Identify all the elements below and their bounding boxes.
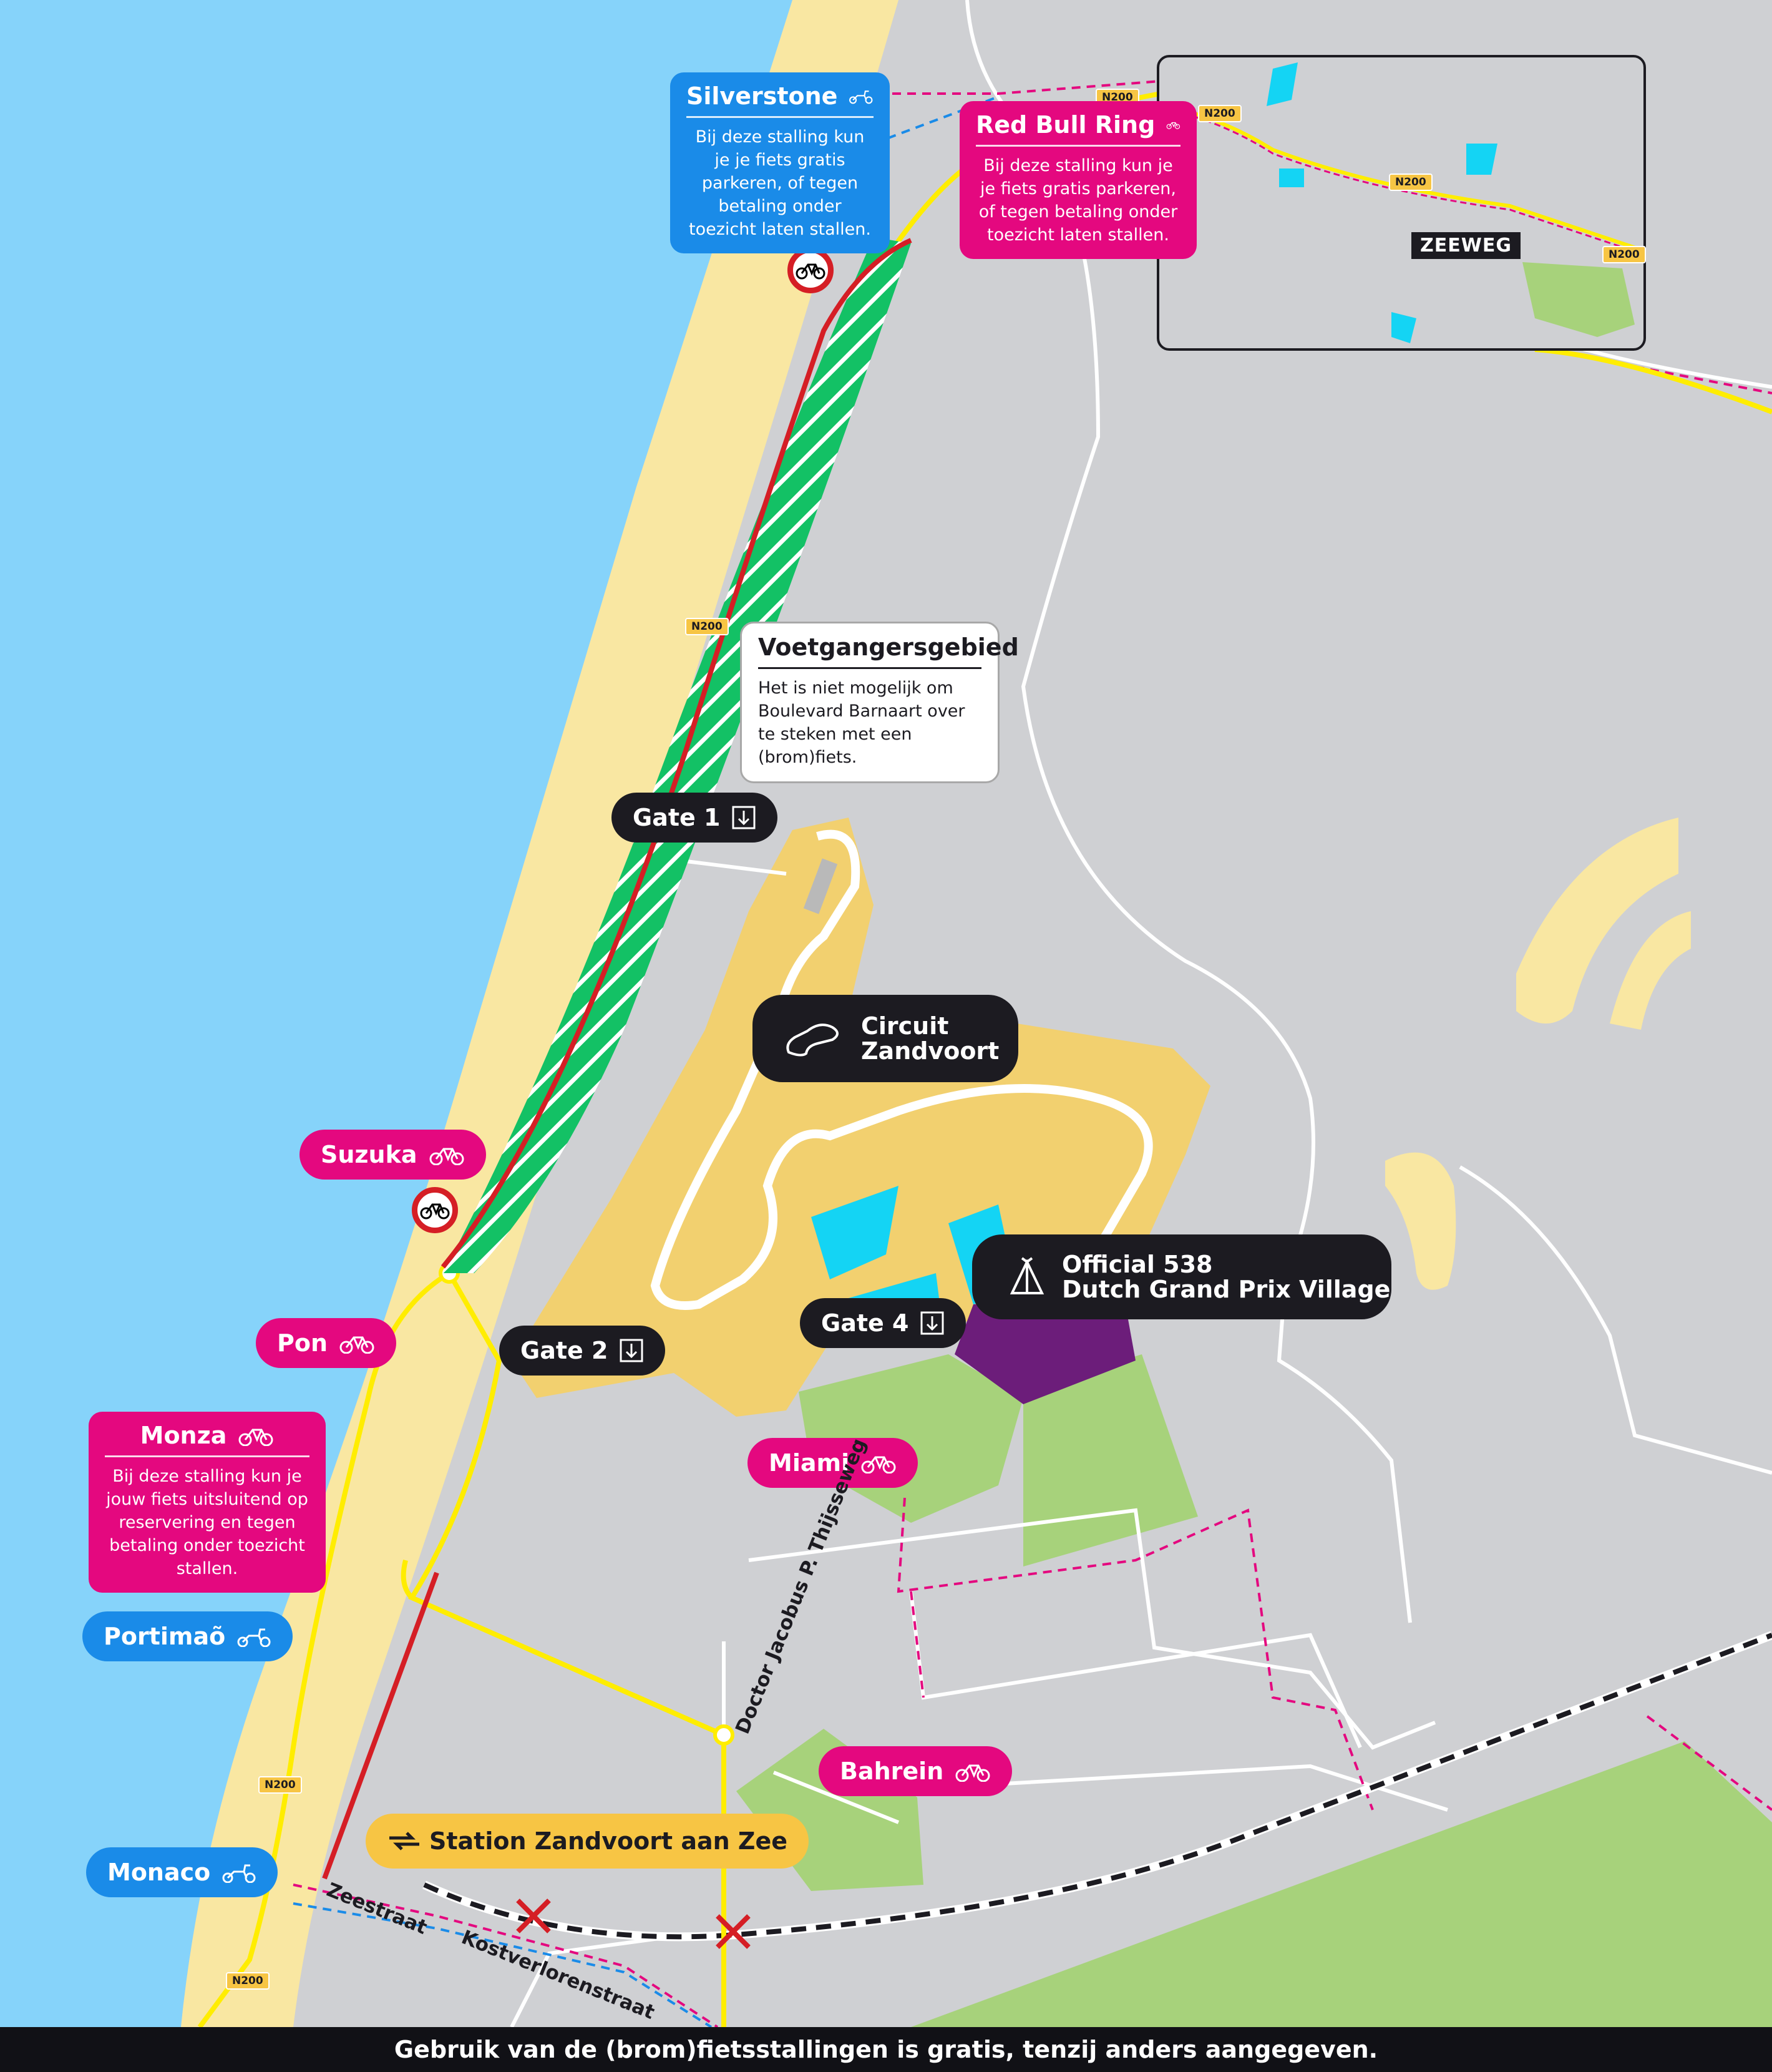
road-shield-n200: N200 <box>1198 105 1242 122</box>
parking-name: Silverstone <box>686 82 838 110</box>
arrow-down-box-icon <box>732 806 756 829</box>
bicycle-icon <box>1166 122 1181 129</box>
blocked-road <box>441 238 912 1269</box>
tent-icon <box>1010 1257 1044 1294</box>
parking-pon[interactable]: Pon <box>256 1318 397 1368</box>
dutch-grand-prix-village-label[interactable]: Official 538 Dutch Grand Prix Village <box>972 1234 1391 1319</box>
railway-dash <box>423 1633 1772 1940</box>
crossing-blocked-icon <box>516 1899 751 1949</box>
route-node <box>713 1724 734 1746</box>
parking-bahrein[interactable]: Bahrein <box>819 1746 1013 1796</box>
village-area <box>955 1292 1136 1404</box>
moped-icon <box>222 1864 256 1883</box>
parking-name: Monaco <box>107 1859 211 1886</box>
parking-name: Pon <box>277 1329 328 1357</box>
beach <box>181 0 898 2027</box>
bicycle-icon <box>429 1148 464 1165</box>
sea <box>0 0 792 2027</box>
parking-name: Bahrein <box>840 1757 944 1785</box>
parking-description: Bij deze stalling kun je jouw fiets uits… <box>106 1467 308 1578</box>
parking-red-bull-ring[interactable]: Red Bull Ring Bij deze stalling kun je j… <box>960 101 1197 259</box>
parking-title: Red Bull Ring <box>976 111 1181 147</box>
moped-icon <box>849 90 873 104</box>
bicycle-icon <box>238 1429 273 1446</box>
bicycle-icon <box>420 1203 450 1219</box>
road-shield-n200: N200 <box>226 1972 270 1990</box>
road-shield-n200: N200 <box>258 1776 302 1794</box>
parking-miami[interactable]: Miami <box>747 1438 918 1488</box>
circuit-line-2: Zandvoort <box>861 1037 1000 1065</box>
gate-label: Gate 2 <box>520 1337 608 1364</box>
parking-name: Suzuka <box>321 1141 417 1168</box>
circuit-line-1: Circuit <box>861 1012 949 1040</box>
circuit-zandvoort-label[interactable]: Circuit Zandvoort <box>752 995 1018 1082</box>
gate-label: Gate 1 <box>633 804 721 831</box>
parking-description: Bij deze stalling kun je je fiets gratis… <box>689 127 871 239</box>
circuit-icon <box>786 1024 839 1057</box>
gate-label: Gate 4 <box>821 1309 909 1337</box>
parking-description: Bij deze stalling kun je je fiets gratis… <box>978 156 1178 245</box>
callout-title: Voetgangersgebied <box>758 633 1019 669</box>
arrow-down-box-icon <box>620 1339 643 1362</box>
village-line-1: Official 538 <box>1062 1251 1213 1278</box>
gate-2[interactable]: Gate 2 <box>499 1326 666 1376</box>
parking-name: Miami <box>769 1449 850 1477</box>
no-bicycles-sign-north <box>787 247 834 293</box>
bicycle-icon <box>955 1764 990 1782</box>
footer-note: Gebruik van de (brom)fietsstallingen is … <box>0 2027 1772 2072</box>
arrow-down-box-icon <box>920 1311 944 1335</box>
bicycle-icon <box>339 1336 374 1354</box>
parking-monza[interactable]: Monza Bij deze stalling kun je jouw fiet… <box>89 1412 326 1593</box>
blocked-road-south <box>322 1571 439 1880</box>
parking-name: Red Bull Ring <box>976 111 1156 139</box>
parking-monaco[interactable]: Monaco <box>86 1847 278 1897</box>
station-zandvoort-aan-zee[interactable]: Station Zandvoort aan Zee <box>366 1814 809 1869</box>
pond <box>811 1186 898 1279</box>
green-area-east <box>1023 1354 1198 1566</box>
station-name: Station Zandvoort aan Zee <box>429 1827 787 1855</box>
no-bicycles-sign-south <box>412 1187 458 1233</box>
callout-text: Het is niet mogelijk om Boulevard Barnaa… <box>758 678 965 767</box>
train-station-icon <box>389 1832 419 1850</box>
parking-title: Monza <box>105 1422 309 1457</box>
bicycle-icon <box>861 1456 896 1473</box>
inset-label-zeeweg: ZEEWEG <box>1411 232 1521 259</box>
inset-map <box>1157 55 1646 351</box>
parking-suzuka[interactable]: Suzuka <box>299 1130 486 1180</box>
bicycle-icon <box>796 263 825 280</box>
parking-name: Portimaõ <box>104 1623 226 1650</box>
pedestrian-zone <box>443 237 911 1273</box>
circuit-track-inner <box>803 858 838 914</box>
gate-4[interactable]: Gate 4 <box>800 1298 966 1348</box>
green-area-south <box>911 1741 1772 2027</box>
dune-patch <box>1610 911 1691 1030</box>
dune-patch <box>1385 1152 1456 1290</box>
road-shield-n200: N200 <box>1602 246 1646 263</box>
village-line-2: Dutch Grand Prix Village <box>1062 1276 1391 1303</box>
gate-1[interactable]: Gate 1 <box>611 793 778 843</box>
pedestrian-zone-callout: Voetgangersgebied Het is niet mogelijk o… <box>740 622 1019 783</box>
dune-patch <box>1516 818 1678 1024</box>
circuit-track <box>650 829 1153 1310</box>
moped-icon <box>237 1628 271 1647</box>
parking-name: Monza <box>140 1422 227 1449</box>
parking-title: Silverstone <box>686 82 874 118</box>
parking-silverstone[interactable]: Silverstone Bij deze stalling kun je je … <box>670 72 890 253</box>
road-shield-n200: N200 <box>1389 173 1433 191</box>
parking-portimao[interactable]: Portimaõ <box>82 1611 293 1661</box>
road-shield-n200: N200 <box>685 618 729 635</box>
